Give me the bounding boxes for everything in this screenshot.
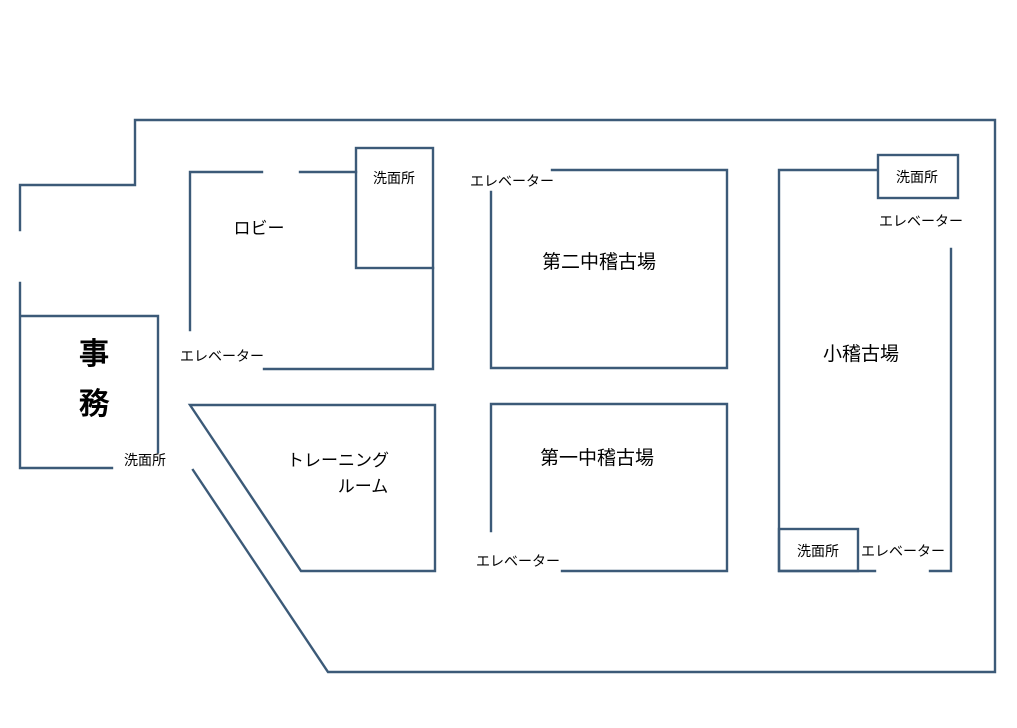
lobby-washroom-label: 洗面所 (373, 171, 415, 187)
studio-2-room (489, 168, 729, 370)
office-room (20, 314, 160, 454)
studio-2-label: 第二中稽古場 (542, 251, 656, 273)
lobby-label: ロビー (234, 219, 285, 239)
office-label-2: 務 (79, 387, 110, 422)
lobby-washroom-room (354, 146, 435, 270)
lobby-wall-right-bottom (262, 266, 435, 371)
small-studio-label: 小稽古場 (823, 343, 899, 365)
top-right-washroom-label: 洗面所 (896, 170, 938, 186)
studio-1-elevator-label: エレベーター (476, 554, 560, 570)
outer-wall (18, 118, 997, 674)
office-label-1: 事 (79, 337, 109, 372)
top-right-elevator-label: エレベーター (879, 214, 963, 230)
small-studio-room (777, 168, 878, 573)
lobby-elevator-label: エレベーター (180, 349, 264, 365)
studio-1-label: 第一中稽古場 (540, 447, 654, 469)
bottom-right-washroom-label: 洗面所 (797, 544, 839, 560)
training-room-label-1: トレーニング (287, 451, 389, 471)
training-room (187, 403, 437, 573)
studio-2-elevator-label: エレベーター (470, 174, 554, 190)
left-washroom-label: 洗面所 (124, 453, 166, 469)
lobby-wall-top-left (188, 170, 264, 332)
small-studio-bottom-washroom (777, 527, 860, 573)
training-room-label-2: ルーム (338, 477, 389, 497)
small-studio-top-washroom (876, 153, 960, 200)
studio-1-room (489, 402, 729, 573)
outer-wall-left-lower (18, 281, 114, 470)
bottom-right-elevator-label: エレベーター (861, 544, 945, 560)
small-studio-right-wall (928, 247, 953, 573)
